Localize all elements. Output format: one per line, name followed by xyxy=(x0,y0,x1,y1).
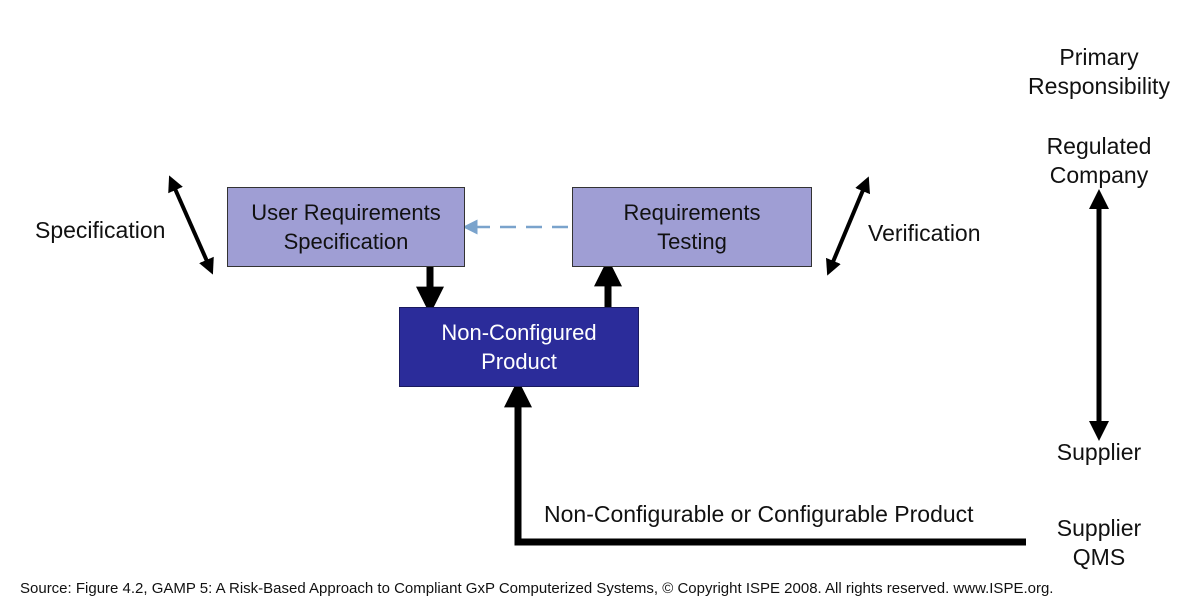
regulated-company-line-1: Regulated xyxy=(1046,133,1152,159)
verification-label: Verification xyxy=(868,220,981,246)
testing-line-1: Requirements xyxy=(623,200,761,225)
requirements-testing-box: Requirements Testing xyxy=(572,187,812,267)
primary-responsibility-line-1: Primary xyxy=(1059,44,1139,70)
product-line-2: Product xyxy=(481,349,557,374)
user-requirements-specification-box: User Requirements Specification xyxy=(227,187,465,267)
urs-line-2: Specification xyxy=(283,229,409,254)
primary-responsibility-line-2: Responsibility xyxy=(1028,73,1170,99)
product-line-1: Non-Configured xyxy=(441,320,597,345)
non-configured-product-box: Non-Configured Product xyxy=(399,307,639,387)
regulated-company-label: Regulated Company xyxy=(1029,132,1169,190)
specification-label: Specification xyxy=(35,217,166,243)
testing-line-2: Testing xyxy=(657,229,727,254)
specification-arrow xyxy=(168,175,214,275)
verification-arrow xyxy=(826,176,870,276)
supplier-qms-line-1: Supplier xyxy=(1056,515,1142,541)
regulated-company-line-2: Company xyxy=(1049,162,1149,188)
product-flow-label: Non-Configurable or Configurable Product xyxy=(544,501,974,527)
supplier-qms-label: Supplier QMS xyxy=(1039,514,1159,572)
source-footer: Source: Figure 4.2, GAMP 5: A Risk-Based… xyxy=(20,580,1054,597)
primary-responsibility-label: Primary Responsibility xyxy=(1014,43,1184,101)
supplier-product-flow-arrow xyxy=(504,379,1026,546)
supplier-qms-line-2: QMS xyxy=(1072,544,1126,570)
urs-line-1: User Requirements xyxy=(251,200,441,225)
supplier-label: Supplier xyxy=(1056,439,1142,465)
